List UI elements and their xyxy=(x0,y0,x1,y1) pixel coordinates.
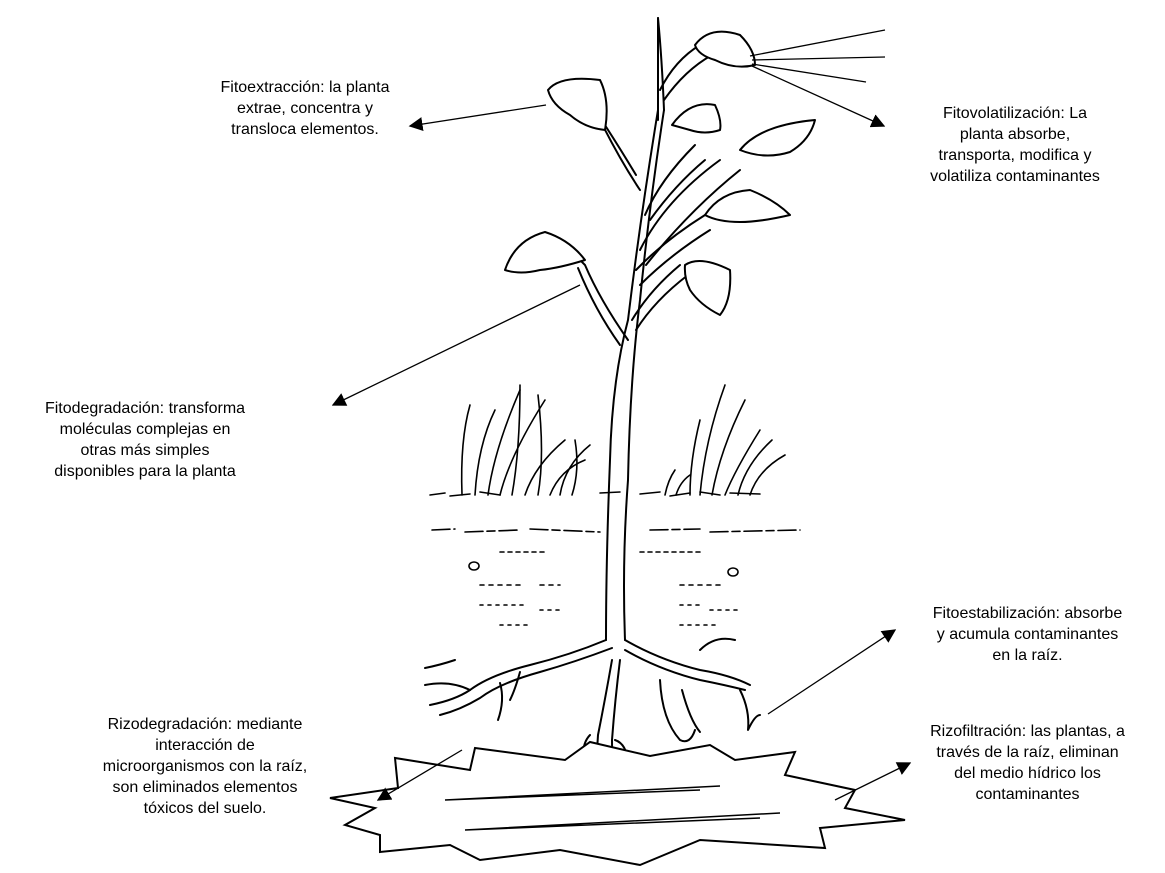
water-starburst xyxy=(330,742,905,865)
label-line: en la raíz. xyxy=(895,645,1160,666)
label-rizodegradacion: Rizodegradación: mediante interacción de… xyxy=(45,714,365,819)
label-fitovolatilizacion: Fitovolatilización: La planta absorbe, t… xyxy=(885,103,1145,187)
label-line: del medio hídrico los xyxy=(890,763,1165,784)
label-line: Rizodegradación: mediante xyxy=(45,714,365,735)
pointer-arrows xyxy=(333,66,910,800)
label-line: moléculas complejas en xyxy=(0,419,290,440)
label-fitoextraccion: Fitoextracción: la planta extrae, concen… xyxy=(160,77,450,140)
label-line: transloca elementos. xyxy=(160,119,450,140)
label-line: Fitoestabilización: absorbe xyxy=(895,603,1160,624)
label-line: Rizofiltración: las plantas, a xyxy=(890,721,1165,742)
label-line: tóxicos del suelo. xyxy=(45,798,365,819)
label-fitodegradacion: Fitodegradación: transforma moléculas co… xyxy=(0,398,290,482)
soil xyxy=(432,529,800,625)
label-fitoestabilizacion: Fitoestabilización: absorbe y acumula co… xyxy=(895,603,1160,666)
label-rizofiltracion: Rizofiltración: las plantas, a través de… xyxy=(890,721,1165,805)
label-line: otras más simples xyxy=(0,440,290,461)
label-line: Fitodegradación: transforma xyxy=(0,398,290,419)
arrow-fitoestabilizacion xyxy=(768,630,895,714)
label-line: través de la raíz, eliminan xyxy=(890,742,1165,763)
label-line: extrae, concentra y xyxy=(160,98,450,119)
label-line: interacción de xyxy=(45,735,365,756)
grass xyxy=(430,385,785,496)
arrow-fitodegradacion xyxy=(333,285,580,405)
label-line: son eliminados elementos xyxy=(45,777,365,798)
label-line: y acumula contaminantes xyxy=(895,624,1160,645)
label-line: Fitoextracción: la planta xyxy=(160,77,450,98)
label-line: Fitovolatilización: La xyxy=(885,103,1145,124)
label-line: planta absorbe, xyxy=(885,124,1145,145)
label-line: disponibles para la planta xyxy=(0,461,290,482)
label-line: microorganismos con la raíz, xyxy=(45,756,365,777)
label-line: transporta, modifica y xyxy=(885,145,1145,166)
label-line: contaminantes xyxy=(890,784,1165,805)
label-line: volatiliza contaminantes xyxy=(885,166,1145,187)
